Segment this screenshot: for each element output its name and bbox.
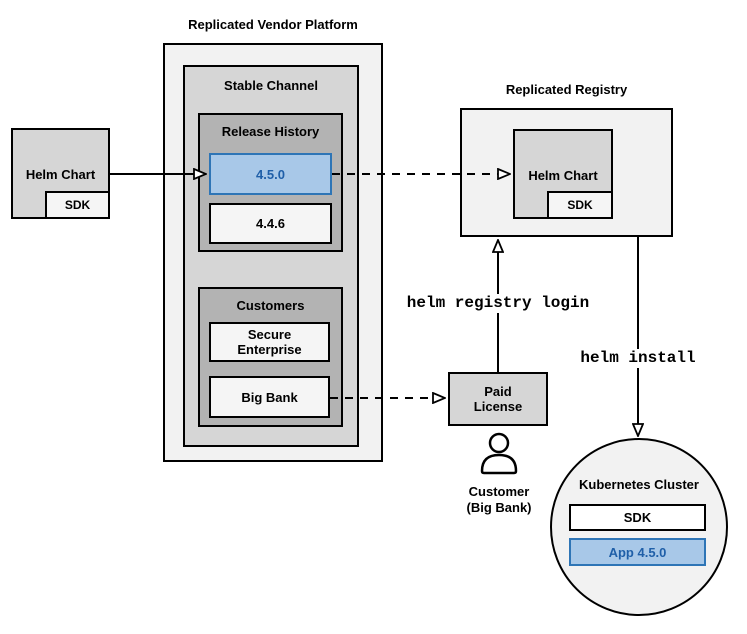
release-history-title: Release History (221, 124, 320, 139)
helm-install-label: helm install (578, 349, 698, 368)
cluster-app-box: App 4.5.0 (569, 538, 706, 566)
source-helm-chart-label: Helm Chart (25, 167, 96, 182)
release-history-box: Release History 4.5.0 4.4.6 (198, 113, 343, 252)
registry-helm-chart-box: Helm Chart SDK (513, 129, 613, 219)
kubernetes-cluster-circle: Kubernetes Cluster SDK App 4.5.0 (550, 438, 728, 616)
registry-title: Replicated Registry (505, 82, 628, 97)
customers-title: Customers (236, 298, 305, 313)
customer-person-icon (480, 432, 518, 475)
registry-sdk-box: SDK (547, 191, 613, 219)
source-sdk-box: SDK (45, 191, 110, 219)
customer-label: Customer (Big Bank) (466, 484, 532, 515)
customer-big-bank: Big Bank (209, 376, 330, 418)
vendor-platform-box: Stable Channel Release History 4.5.0 4.4… (163, 43, 383, 462)
source-helm-chart-box: Helm Chart SDK (11, 128, 110, 219)
release-4-4-6: 4.4.6 (209, 203, 332, 244)
registry-box: Helm Chart SDK (460, 108, 673, 237)
customers-box: Customers Secure Enterprise Big Bank (198, 287, 343, 427)
kubernetes-cluster-title: Kubernetes Cluster (579, 477, 699, 492)
cluster-sdk-box: SDK (569, 504, 706, 531)
paid-license-box: Paid License (448, 372, 548, 426)
helm-registry-login-label: helm registry login (402, 294, 594, 313)
vendor-platform-title: Replicated Vendor Platform (188, 17, 358, 32)
customer-secure-enterprise: Secure Enterprise (209, 322, 330, 362)
release-4-5-0: 4.5.0 (209, 153, 332, 195)
registry-helm-chart-label: Helm Chart (528, 168, 598, 183)
stable-channel-title: Stable Channel (224, 78, 318, 93)
stable-channel-box: Stable Channel Release History 4.5.0 4.4… (183, 65, 359, 447)
